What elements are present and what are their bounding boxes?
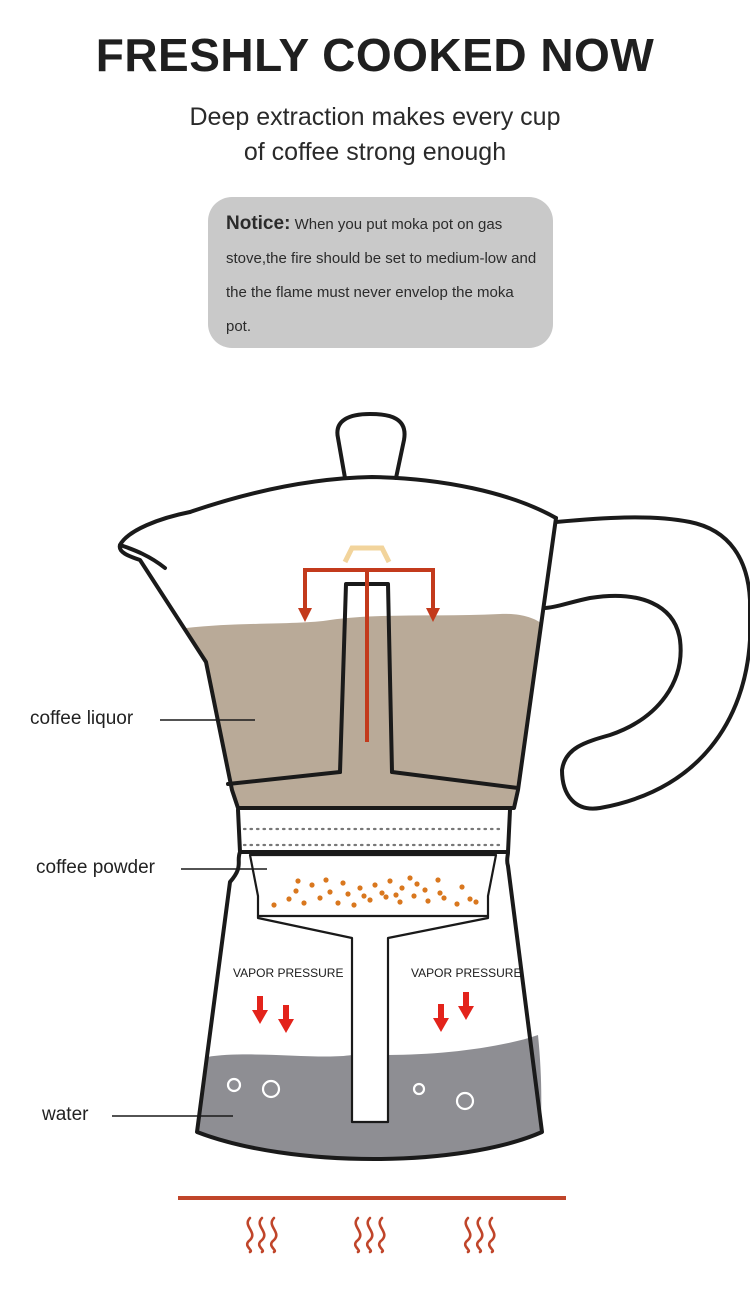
label-coffee-powder: coffee powder [36,857,156,878]
page-subtitle: Deep extraction makes every cup of coffe… [0,100,750,170]
coffee-liquor-fill [186,613,542,808]
pressure-arrow [278,1005,294,1033]
coffee-ground-dot [340,880,346,886]
spout [118,543,167,570]
coffee-ground-dot [393,892,399,898]
heat-wave [269,1216,278,1254]
lid-outline [188,475,558,520]
upper-chamber-outline [117,510,558,810]
coffee-ground-dot [295,878,301,884]
notice-label: Notice: [226,213,291,234]
heat-wave [365,1216,374,1254]
coffee-ground-dot [357,885,363,891]
valve-cap [342,545,392,564]
heat-wave [487,1216,496,1254]
coffee-ground-dot [425,898,431,904]
coffee-grounds [271,875,479,908]
coffee-ground-dot [372,882,378,888]
coffee-ground-dot [301,900,307,906]
coffee-ground-dot [411,893,417,899]
coffee-ground-dot [437,890,443,896]
coffee-ground-dot [397,899,403,905]
coffee-ground-dot [441,895,447,901]
coffee-ground-dot [361,893,367,899]
coffee-ground-dot [327,889,333,895]
heat-wave [245,1216,254,1254]
pressure-arrow [458,992,474,1020]
heat-wave [377,1216,386,1254]
filter-collar [236,808,512,854]
pressure-arrow [252,996,268,1024]
coffee-ground-dot [459,884,465,890]
subtitle-line-2: of coffee strong enough [243,138,507,166]
heat-wave [463,1216,472,1254]
coffee-ground-dot [473,899,479,905]
notice-text: When you put moka pot on gas stove,the f… [226,216,537,335]
coffee-ground-dot [367,897,373,903]
coffee-ground-dot [345,891,351,897]
upper-inner-floor [226,770,520,790]
pressure-arrow [433,1004,449,1032]
coffee-ground-dot [293,888,299,894]
lid-knob [335,412,407,480]
coffee-ground-dot [271,902,277,908]
coffee-ground-dot [335,900,341,906]
label-coffee-liquor: coffee liquor [30,708,134,729]
handle [543,515,750,811]
vapor-label-left: VAPOR PRESSURE [233,966,343,980]
coffee-ground-dot [323,877,329,883]
pressure-arrows [252,992,474,1033]
coffee-ground-dot [435,877,441,883]
heat-waves [245,1216,496,1254]
heat-wave [257,1216,266,1254]
coffee-ground-dot [399,885,405,891]
water-bubbles [226,1077,475,1111]
moka-pot-diagram: VAPOR PRESSURE VAPOR PRESSURE [112,412,750,1254]
flow-arrowhead-left [298,608,312,622]
coffee-ground-dot [387,878,393,884]
leader-lines [112,719,267,1117]
heat-wave [353,1216,362,1254]
coffee-ground-dot [309,882,315,888]
funnel-tube [256,914,490,1124]
heat-wave [475,1216,484,1254]
coffee-ground-dot [414,881,420,887]
filter-plate-dots [242,827,506,847]
flow-arrowhead-right [426,608,440,622]
coffee-ground-dot [454,901,460,907]
coffee-ground-dot [467,896,473,902]
page-title: FRESHLY COOKED NOW [95,29,655,81]
coffee-ground-dot [379,890,385,896]
flow-arrows [303,568,435,742]
coffee-ground-dot [422,887,428,893]
vapor-label-right: VAPOR PRESSURE [411,966,521,980]
coffee-ground-dot [286,896,292,902]
notice-box: Notice: When you put moka pot on gas sto… [208,197,553,348]
coffee-ground-dot [317,895,323,901]
lower-boiler-outline [195,850,544,1161]
label-water: water [42,1104,89,1125]
coffee-ground-dot [351,902,357,908]
coffee-ground-dot [407,875,413,881]
coffee-ground-dot [383,894,389,900]
subtitle-line-1: Deep extraction makes every cup [189,103,561,131]
water-fill [198,1035,542,1159]
